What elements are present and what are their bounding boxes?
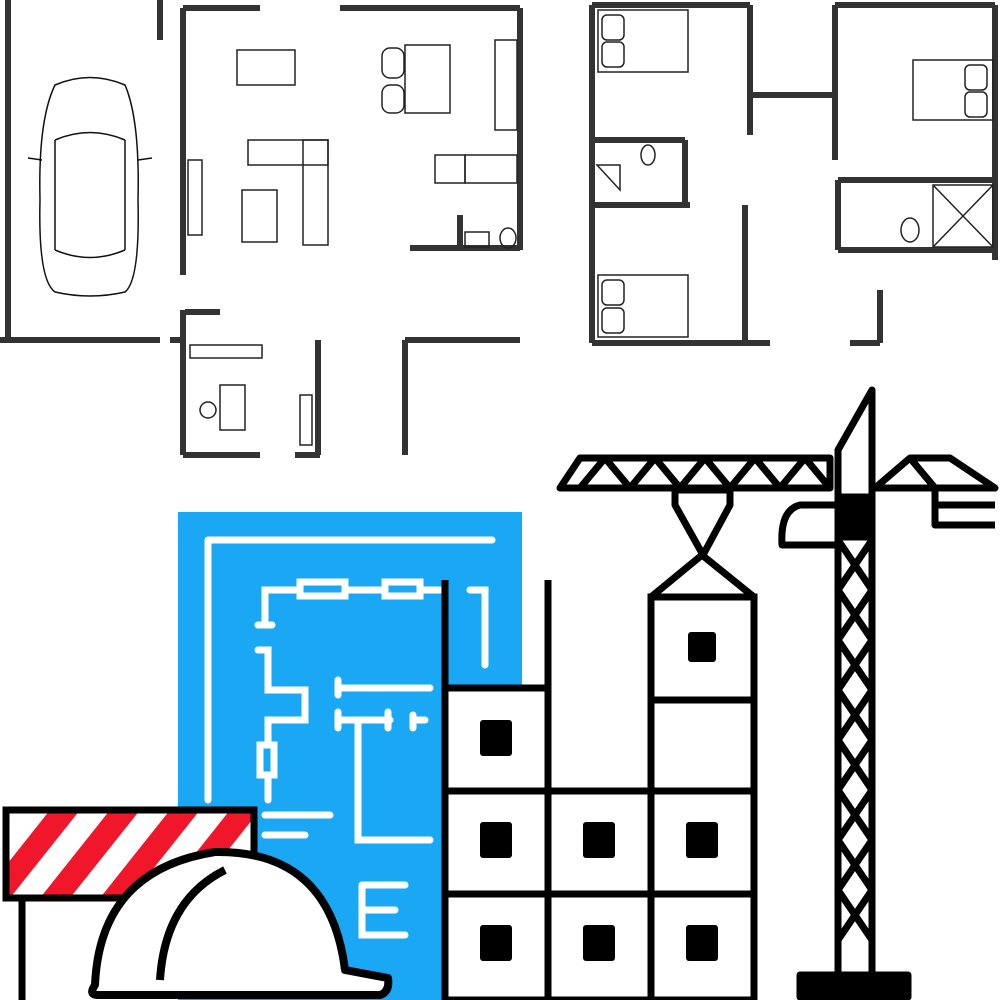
floor-plan-left (0, 0, 523, 458)
building-icon (441, 550, 758, 1000)
tower-crane-icon (556, 386, 999, 1000)
furniture-right (595, 9, 994, 338)
floor-plan-right (589, 2, 998, 346)
car-icon (27, 76, 153, 297)
furniture-left (187, 39, 518, 446)
hard-hat-icon (88, 847, 393, 999)
